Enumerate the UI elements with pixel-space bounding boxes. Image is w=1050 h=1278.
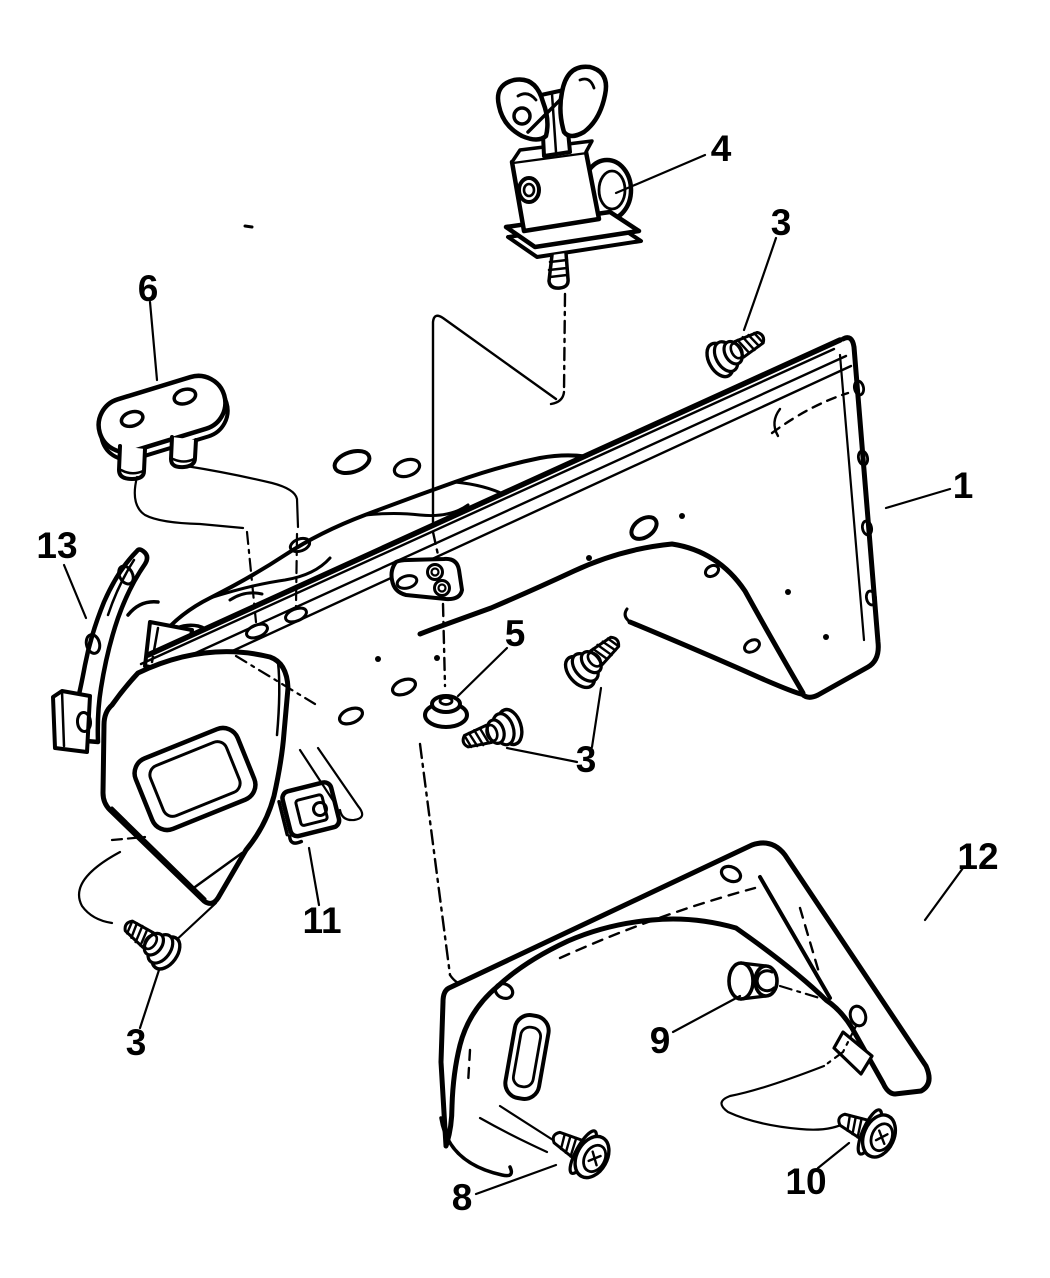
antenna-bracket-4: [431, 64, 643, 566]
grommet-9: [727, 961, 779, 1001]
callout-9: 9: [650, 1020, 671, 1061]
callout-10: 10: [785, 1161, 826, 1202]
callout-6: 6: [138, 268, 159, 309]
fender-flare-12: [438, 840, 932, 1178]
flange-nut-5: [423, 694, 469, 729]
fender-front-face: [77, 649, 317, 946]
mount-pad-6: [96, 373, 300, 624]
callout-5: 5: [505, 613, 526, 654]
mount-plate: [389, 556, 464, 688]
callout-4: 4: [711, 128, 732, 169]
fender-panel: [139, 335, 881, 726]
callout-3-bottom: 3: [126, 1022, 147, 1063]
callout-1: 1: [953, 465, 974, 506]
callout-13: 13: [36, 525, 77, 566]
callout-3-middle: 3: [576, 739, 597, 780]
callout-3-top: 3: [771, 202, 792, 243]
u-nut-clip-11: [277, 746, 364, 845]
callout-leaders: [62, 153, 965, 1196]
callout-12: 12: [957, 836, 998, 877]
support-bracket-13: [51, 547, 150, 754]
callout-8: 8: [452, 1177, 473, 1218]
alignment-leader-line: [418, 742, 452, 977]
callout-labels: 1 3 3 3 4 5 6 8 9 10 11 12 13: [36, 128, 998, 1218]
callout-11: 11: [302, 900, 341, 941]
